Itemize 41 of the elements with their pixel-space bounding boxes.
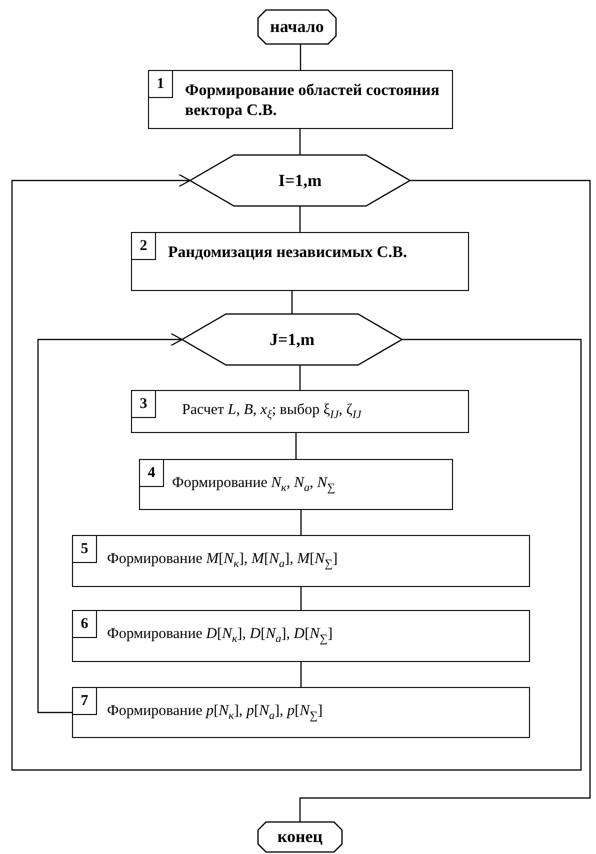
step-number: 7: [73, 688, 97, 715]
process-box: [148, 70, 453, 129]
step-number: 1: [149, 71, 173, 98]
step-number: 4: [140, 460, 164, 487]
process-label: Формирование областей состояния вектора С.В.: [185, 81, 440, 121]
step-number: 6: [73, 611, 97, 638]
connector-line: [300, 510, 302, 535]
process-box: [139, 459, 453, 510]
process-label: Формирование D[N$_{к}$], D[N$_{a}$], D[N$_{∑}$]: [107, 625, 333, 647]
loop-hexagon: [190, 155, 410, 206]
connector-line: [299, 365, 301, 390]
connector-line: [291, 291, 293, 314]
terminal-label: конец: [277, 826, 323, 848]
terminal-shape: [258, 10, 336, 44]
connector-line: [299, 129, 301, 155]
process-label: Формирование p[N$_{к}$], p[N$_{a}$], p[N$_{∑}$]: [107, 702, 323, 724]
terminal-label: начало: [270, 16, 324, 38]
loop-label: I=1,m: [278, 170, 322, 192]
connector-line: [11, 174, 582, 771]
step-number: 2: [132, 233, 156, 260]
process-label: Расчет L, B, x$_{ξ}$; выбор ξ$_{IJ}$, ζ$_{IJ}$: [182, 400, 362, 422]
connector-line: [299, 180, 591, 822]
step-number: 3: [132, 391, 156, 418]
step-number: 5: [73, 536, 97, 563]
process-box: [131, 390, 469, 433]
terminal-shape: [258, 822, 342, 852]
process-box: [72, 535, 530, 587]
process-label: Рандомизация независимых С.В.: [168, 243, 407, 263]
loop-hexagon: [182, 314, 402, 365]
process-box: [72, 687, 530, 738]
connector-line: [300, 662, 302, 687]
loop-label: J=1,m: [269, 328, 315, 350]
connector-line: [300, 44, 302, 70]
connector-line: [300, 587, 302, 610]
connector-line: [37, 332, 183, 714]
process-box: [131, 232, 469, 291]
connector-line: [295, 433, 297, 459]
connector-line: [299, 206, 301, 232]
process-label: Формирование M[N$_{к}$], M[N$_{a}$], M[N$_{∑}$]: [107, 550, 338, 572]
process-label: Формирование N$_{к}$, N$_{a}$, N$_{∑}$: [172, 474, 336, 496]
process-box: [72, 610, 530, 662]
